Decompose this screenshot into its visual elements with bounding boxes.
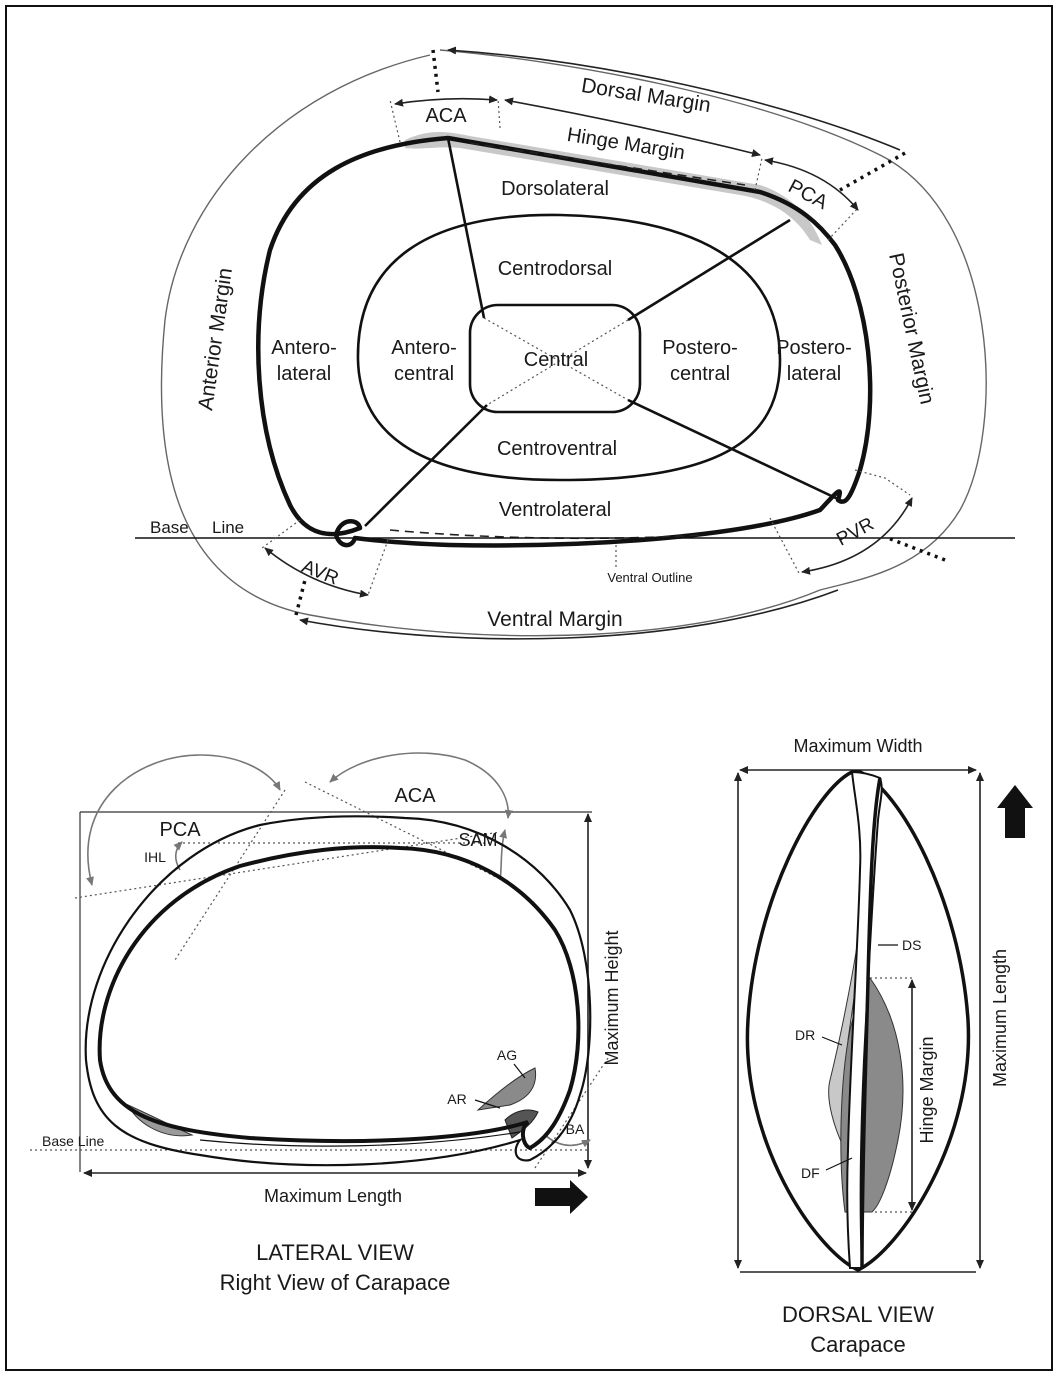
ar-pointer [474,1099,501,1109]
aca-arrow [394,95,498,107]
label-anterior-margin: Anterior Margin [194,266,237,411]
dorsal-label-max-length: Maximum Length [990,949,1010,1087]
lateral-label-aca: ACA [394,785,436,807]
margin-ring [160,49,987,637]
label-base-line-2: Line [212,518,244,537]
aca-tangent-dotted [304,781,503,881]
dorsal-label-hinge-margin: Hinge Margin [917,1036,937,1143]
radial-line-posterodorsal [627,218,791,322]
radial-line-posteroventral [627,398,841,502]
lateral-label-max-height: Maximum Height [602,930,622,1065]
aca-arc [329,752,513,819]
label-ventral-margin: Ventral Margin [487,608,622,631]
label-anterocentral-line1: Antero- [391,337,457,359]
pvr-guide-top [854,469,911,496]
label-posterior-margin: Posterior Margin [884,251,939,406]
label-centrodorsal: Centrodorsal [498,258,613,280]
radial-line-anterodorsal [446,137,486,319]
radial-line-anteroventral [364,404,488,527]
df-pointer [825,1157,853,1171]
label-posterolateral-line1: Postero- [776,337,852,359]
ag-pointer [513,1063,526,1079]
label-central: Central [524,349,588,371]
pca-tangent-dotted [174,789,286,961]
lateral-direction-arrow [535,1180,588,1214]
separator-ventral-anterior [294,579,307,616]
central-region-outline [468,303,642,414]
lateral-label-ihl: IHL [144,849,166,865]
pca-guide-right [827,207,859,241]
dorsal-label-ds: DS [902,937,921,953]
top-diagram: Dorsal Margin Hinge Margin ACA PCA Anter… [135,46,1015,640]
lateral-view-subtitle: Right View of Carapace [220,1270,451,1295]
avr-arrow [264,547,369,598]
pvr-guide-bottom [769,517,801,576]
ba-arc [544,1134,591,1148]
dorsal-midline [860,777,882,1269]
carapace-outline [256,135,873,548]
pca-arrow [764,157,859,211]
lateral-outer-outline [84,815,592,1167]
label-anterolateral-line2: lateral [277,363,331,385]
label-posterolateral-line2: lateral [787,363,841,385]
avr-guide-right [367,539,389,596]
lateral-ventral-inner-line [199,1131,521,1147]
dorsal-carapace-outline [745,770,971,1272]
hinge-line-dotted [74,831,501,899]
lateral-label-max-length: Maximum Length [264,1186,402,1206]
lateral-label-sam: SAM [458,830,497,850]
lateral-label-ba: BA [566,1121,585,1137]
dorsal-label-dr: DR [795,1027,815,1043]
label-aca: ACA [425,105,467,127]
figure-frame [5,5,1053,1371]
label-avr: AVR [299,556,342,590]
lateral-view: ACA PCA IHL SAM AG AR BA Base Line Maxim… [30,752,622,1295]
lateral-label-ag: AG [497,1047,517,1063]
dorsal-label-df: DF [801,1165,820,1181]
lateral-inner-outline [97,845,581,1151]
pca-arc [86,754,281,886]
lateral-label-base-line: Base Line [42,1133,104,1149]
anterior-shaded-zone [126,1103,194,1137]
pvr-arrow [801,497,913,575]
label-ventral-outline: Ventral Outline [607,570,692,585]
dorsal-margin-arrow [447,46,901,151]
aca-guide-left [389,99,401,143]
dorsal-view-title: DORSAL VIEW [782,1302,934,1327]
label-anterocentral-line2: central [394,363,454,385]
sam-arc [499,829,507,881]
lateral-view-title: LATERAL VIEW [256,1240,414,1265]
centro-region-outline [356,213,782,482]
ag-shaded-feature [476,1067,537,1111]
label-base-line-1: Base [150,518,189,537]
label-posterocentral-line2: central [670,363,730,385]
separator-anterior-dorsal [431,49,440,93]
label-anterolateral-line1: Antero- [271,337,337,359]
dorsal-label-max-width: Maximum Width [793,736,922,756]
lateral-label-ar: AR [447,1091,466,1107]
label-dorsolateral: Dorsolateral [501,178,609,200]
dorsal-view: Maximum Width Maximum Length Hinge Margi… [734,736,1033,1357]
label-posterocentral-line1: Postero- [662,337,738,359]
hinge-margin-arrow [504,97,761,157]
label-ventrolateral: Ventrolateral [499,499,611,521]
avr-guide-left [261,519,301,549]
dorsal-direction-arrow [997,785,1033,838]
dorsal-view-subtitle: Carapace [810,1332,905,1357]
label-centroventral: Centroventral [497,438,617,460]
dr-pointer [821,1036,843,1046]
ventral-margin-arrow [299,589,839,640]
lateral-label-pca: PCA [159,819,201,841]
ventral-dashed-line [389,529,701,540]
aca-guide-right [497,97,501,129]
separator-posterior-ventral [887,536,946,562]
pca-guide-left [754,157,763,191]
separator-dorsal-posterior [839,151,906,192]
